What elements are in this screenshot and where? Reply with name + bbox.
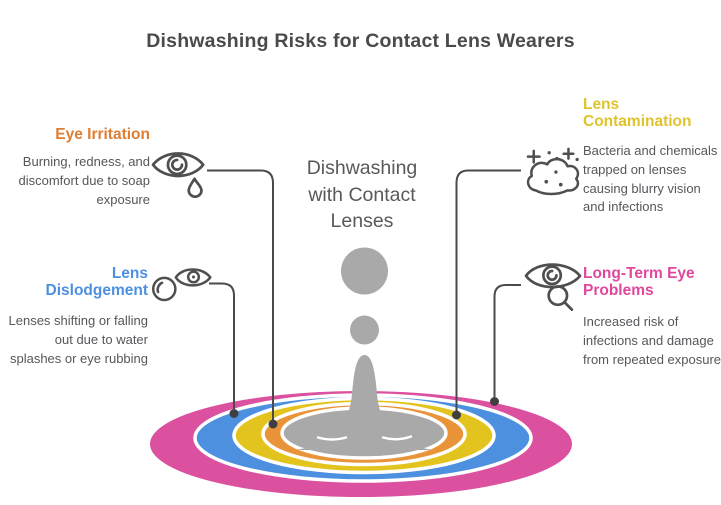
- splash-drop-large: [341, 247, 388, 295]
- connector-eye-irritation: [207, 169, 274, 420]
- germ-cloud-icon: [523, 147, 585, 201]
- connector-lens-contamination: [455, 169, 521, 411]
- risk-block-long-term-eye-problems: Long-Term Eye Problems Increased risk of…: [583, 265, 721, 369]
- splash-highlight: [316, 435, 413, 441]
- lens-out-icon: [151, 263, 213, 306]
- connector-lens-dislodgement: [209, 282, 235, 409]
- page-title: Dishwashing Risks for Contact Lens Weare…: [146, 30, 575, 52]
- connector-dot-orange-ring: [268, 419, 278, 429]
- risk-block-lens-contamination: Lens Contamination Bacteria and chemical…: [583, 96, 721, 217]
- risk-heading-eye-irritation: Eye Irritation: [55, 126, 150, 143]
- risk-heading-long-term-eye-problems: Long-Term Eye Problems: [583, 265, 695, 299]
- splash-drop-small: [350, 315, 379, 345]
- risk-heading-lens-dislodgement: Lens Dislodgement: [45, 265, 148, 299]
- risk-block-lens-dislodgement: Lens Dislodgement Lenses shifting or fal…: [8, 265, 148, 368]
- eye-tear-icon: [150, 144, 212, 200]
- risk-block-eye-irritation: Eye Irritation Burning, redness, and dis…: [10, 126, 150, 209]
- connector-dot-yellow-ring: [452, 410, 461, 420]
- connector-dot-pink-ring: [490, 397, 499, 406]
- connector-dot-blue-ring: [229, 409, 239, 418]
- risk-description-eye-irritation: Burning, redness, and discomfort due to …: [18, 154, 150, 207]
- eye-magnifier-icon: [524, 257, 584, 313]
- connector-lines: [207, 169, 521, 420]
- risk-description-long-term-eye-problems: Increased risk of infections and damage …: [583, 314, 721, 367]
- risk-description-lens-contamination: Bacteria and chemicals trapped on lenses…: [583, 143, 718, 215]
- risk-description-lens-dislodgement: Lenses shifting or falling out due to wa…: [8, 313, 148, 366]
- center-label: Dishwashing with Contact Lenses: [306, 157, 418, 232]
- connector-long-term-eye-problems: [493, 284, 521, 397]
- risk-heading-lens-contamination: Lens Contamination: [583, 96, 692, 130]
- splash-column: [296, 355, 433, 450]
